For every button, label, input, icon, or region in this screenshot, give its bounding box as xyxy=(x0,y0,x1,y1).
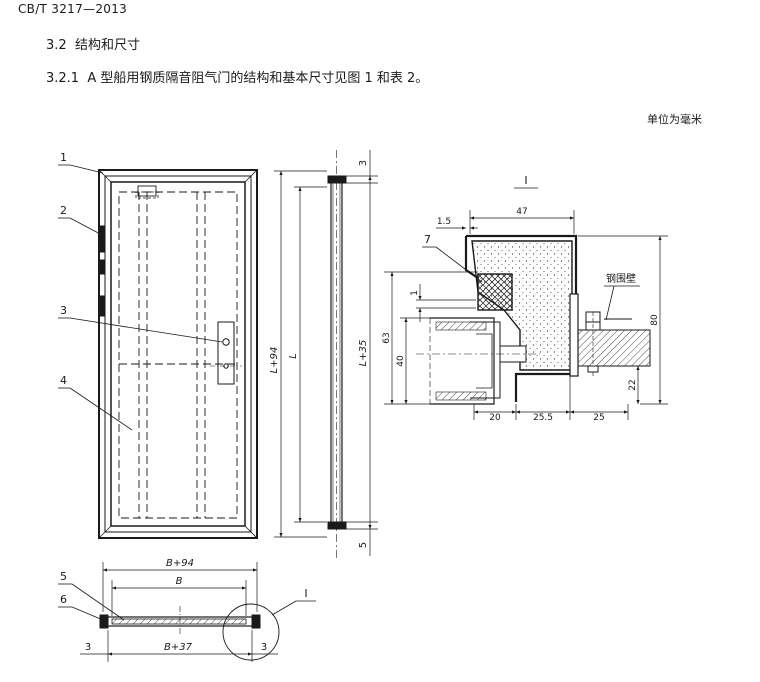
dim-label-L+35: L+35 xyxy=(358,340,369,367)
section-title: 结构和尺寸 xyxy=(74,38,140,53)
callout-4: 4 xyxy=(60,374,67,387)
dim-detail-22: 22 xyxy=(628,379,638,390)
dim-label-B: B xyxy=(176,576,183,587)
seal-strip xyxy=(477,273,513,311)
callout-1: 1 xyxy=(60,151,67,164)
dim-detail-20: 20 xyxy=(489,413,501,423)
steel-bulkhead xyxy=(577,329,651,367)
subsection-text: A 型船用钢质隔音阻气门的结构和基本尺寸见图 1 和表 2。 xyxy=(87,71,429,86)
dim-detail-47: 47 xyxy=(516,207,527,217)
dim-label-right-3: 3 xyxy=(261,642,267,653)
hidden-stiffeners xyxy=(118,191,238,519)
callout-7: 7 xyxy=(424,233,431,246)
subsection-number: 3.2.1 xyxy=(46,71,80,86)
dim-height-total xyxy=(274,150,378,556)
plan-view xyxy=(99,606,261,636)
detail-circle-I xyxy=(222,603,280,661)
subsection-paragraph: 3.2.1 A 型船用钢质隔音阻气门的结构和基本尺寸见图 1 和表 2。 xyxy=(46,67,428,86)
callouts-plan xyxy=(58,583,125,621)
dim-detail-40: 40 xyxy=(396,355,406,367)
plan-dimensions xyxy=(80,562,278,662)
door-handle xyxy=(210,321,242,385)
dim-detail-1.5: 1.5 xyxy=(437,217,451,227)
callout-2: 2 xyxy=(60,204,67,217)
front-elevation-view xyxy=(98,169,258,539)
dim-detail-63: 63 xyxy=(382,332,392,343)
dim-detail-25.5: 25.5 xyxy=(533,413,553,423)
side-section-view xyxy=(327,150,347,560)
dim-label-bottom-5: 5 xyxy=(358,542,369,548)
wall-label: 钢围壁 xyxy=(606,272,636,285)
standard-code: CB/T 3217—2013 xyxy=(18,2,128,16)
dim-label-B+37: B+37 xyxy=(164,642,193,653)
detail-mark-title: I xyxy=(524,174,527,187)
callout-6: 6 xyxy=(60,593,67,606)
callouts-front xyxy=(58,164,223,431)
dim-detail-1: 1 xyxy=(410,290,420,296)
door-outer-frame xyxy=(98,169,258,539)
dim-label-top-3: 3 xyxy=(358,160,369,166)
dim-label-L+94: L+94 xyxy=(269,347,280,374)
door-leaf-outline xyxy=(110,181,246,527)
dim-detail-80: 80 xyxy=(650,314,660,326)
dim-label-B+94: B+94 xyxy=(166,558,194,569)
callout-5: 5 xyxy=(60,570,67,583)
detail-dimensions xyxy=(384,210,668,420)
detail-mark-plan: I xyxy=(304,587,307,600)
dim-label-L: L xyxy=(288,353,299,359)
section-heading: 3.2 结构和尺寸 xyxy=(46,34,140,53)
unit-note: 单位为毫米 xyxy=(647,113,702,126)
detail-section-I xyxy=(416,234,651,405)
section-number: 3.2 xyxy=(46,38,67,53)
callout-3: 3 xyxy=(60,304,67,317)
door-frame-inner-edge xyxy=(104,175,252,533)
dim-detail-25: 25 xyxy=(593,413,604,423)
dim-label-left-3: 3 xyxy=(85,642,91,653)
hinge-set xyxy=(98,225,106,317)
